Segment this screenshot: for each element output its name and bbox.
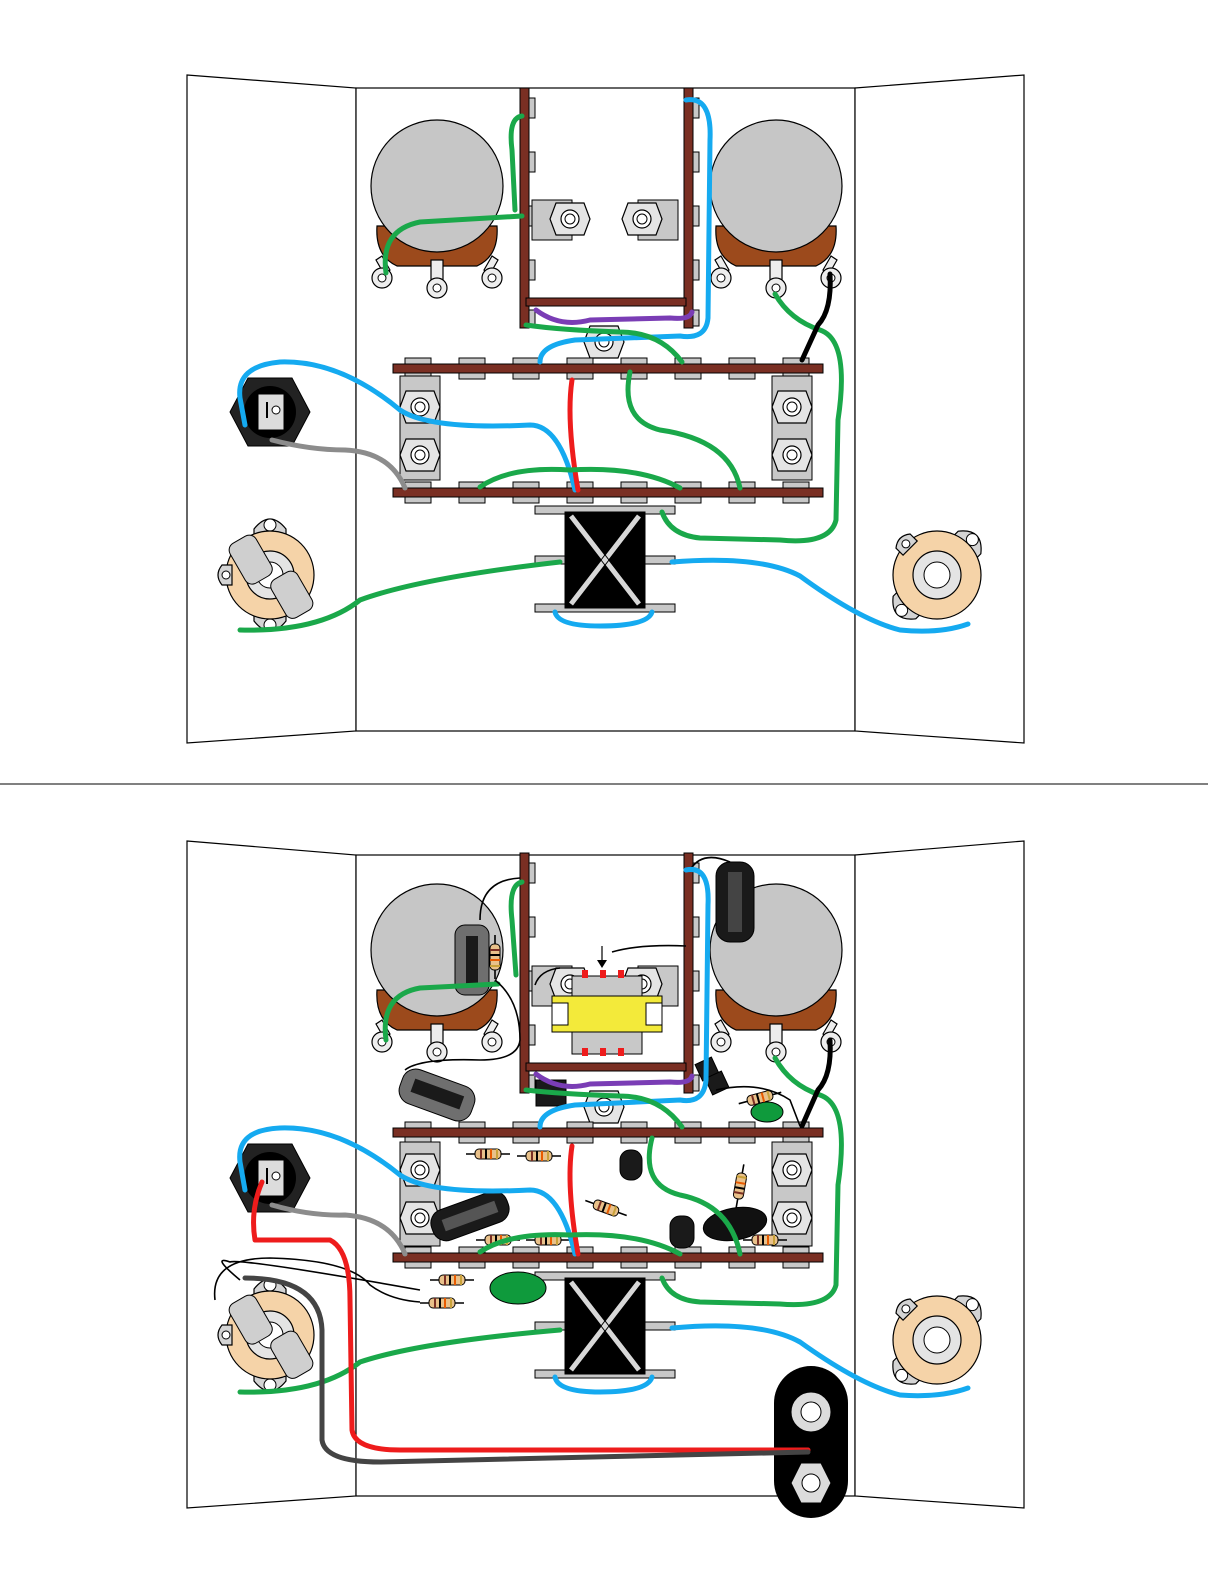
panel-bottom [187, 841, 1024, 1518]
panel-top [187, 75, 1024, 743]
switch-nut [550, 203, 590, 235]
ceramic-capacitor-icon [490, 1272, 546, 1304]
switch-nut [622, 203, 662, 235]
transistor-icon [620, 1150, 642, 1180]
standoff-nut [772, 439, 812, 471]
ceramic-capacitor-icon [751, 1102, 783, 1122]
standoff-nut [772, 1202, 812, 1234]
electrolytic-capacitor-icon [716, 862, 754, 942]
standoff-nut [400, 439, 440, 471]
tag-strip-icon [526, 298, 686, 306]
standoff-nut [772, 1154, 812, 1186]
enclosure [187, 75, 1024, 743]
battery-clip-icon [774, 1366, 848, 1518]
enclosure [187, 841, 1024, 1508]
standoff-nut [772, 391, 812, 423]
tag-strip-icon [526, 1063, 686, 1071]
transistor-icon [670, 1216, 694, 1248]
